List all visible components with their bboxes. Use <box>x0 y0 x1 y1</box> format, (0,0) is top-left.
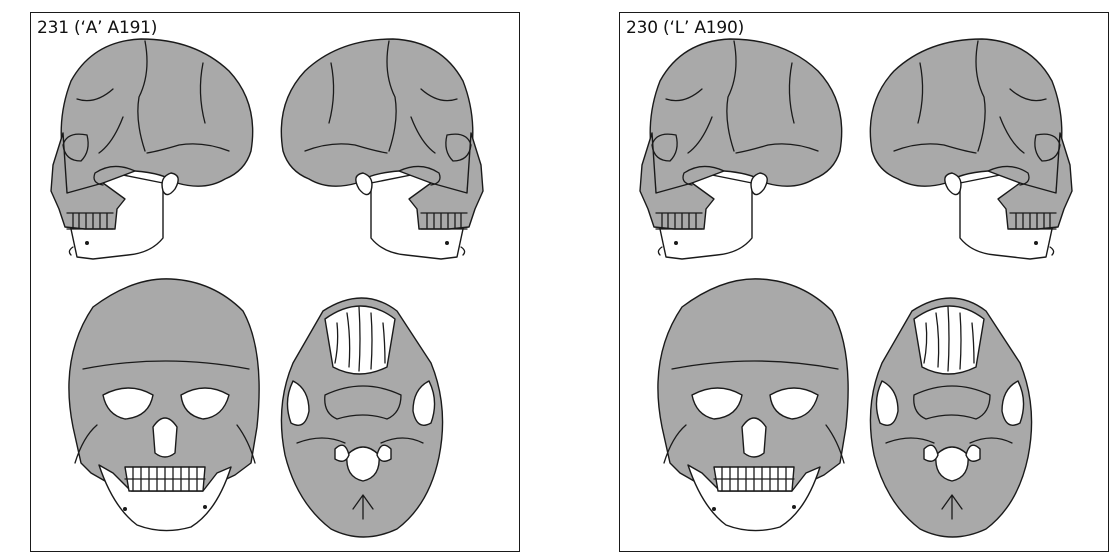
skull-lateral-right-view <box>640 39 842 259</box>
skull-diagram-230 <box>620 13 1108 551</box>
skull-frontal-view <box>658 279 848 531</box>
skull-basal-view <box>870 298 1031 537</box>
panel-specimen-231: 231 (‘A’ A191) <box>30 12 520 552</box>
skull-lateral-right-view <box>51 39 253 259</box>
skull-basal-view <box>281 298 442 537</box>
panel-specimen-230: 230 (‘L’ A190) <box>619 12 1109 552</box>
skull-diagram-231 <box>31 13 519 551</box>
skull-frontal-view <box>69 279 259 531</box>
skull-lateral-left-view <box>870 39 1072 259</box>
skull-lateral-left-view <box>281 39 483 259</box>
